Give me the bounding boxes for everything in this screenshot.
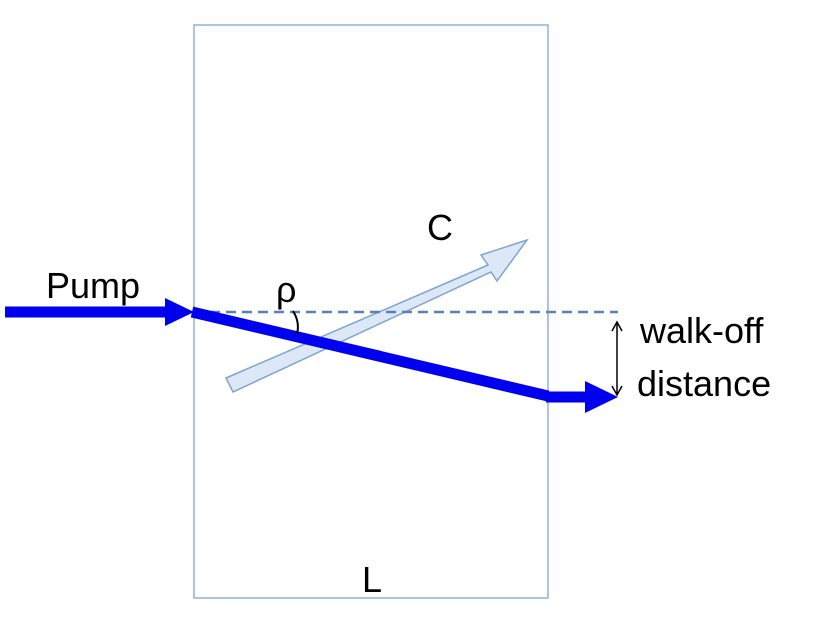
walkoff-label-line1: walk-off <box>640 310 764 351</box>
pump-label: Pump <box>46 265 141 306</box>
angle-arc <box>292 310 299 335</box>
length-label: L <box>362 559 383 600</box>
output-arrowhead <box>585 381 618 413</box>
angle-label: ρ <box>276 269 297 310</box>
marker-bottom-head <box>611 385 623 397</box>
c-axis-arrow <box>224 238 529 393</box>
walkoff-beam <box>190 306 550 402</box>
pump-arrowhead <box>165 298 194 326</box>
marker-top-head <box>611 320 623 332</box>
walkoff-label-line2: distance <box>637 363 772 404</box>
c-axis-label: C <box>427 207 453 248</box>
